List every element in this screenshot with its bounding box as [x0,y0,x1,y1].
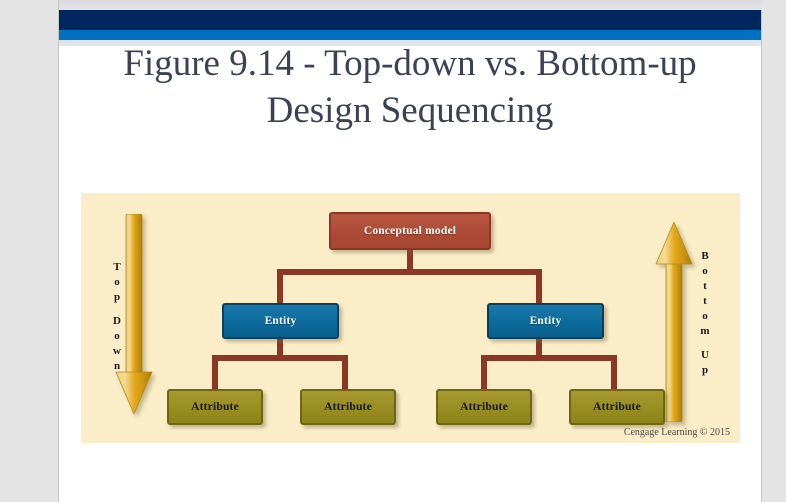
top-down-label-char-4: D [113,315,121,327]
node-attribute-3-label: Attribute [460,401,508,413]
bottom-up-label-char-5: m [700,325,710,337]
bottom-up-label: B o t t o m U p [697,249,713,378]
bottom-up-label-char-1: o [702,265,708,277]
slide-pale-bar [59,40,761,46]
copyright-credit: Cengage Learning © 2015 [623,427,730,438]
bottom-up-label-char-2: t [703,280,707,292]
connector-entity-bus [277,269,542,275]
connector-attr-bus-left [212,355,348,361]
node-attribute-3[interactable]: Attribute [436,389,532,425]
connector-entity-2-stem [536,337,542,359]
slide-blue-bar [59,30,761,40]
bottom-up-label-char-0: B [701,250,709,262]
connector-attr-bus-right [481,355,617,361]
node-conceptual-model[interactable]: Conceptual model [329,212,491,250]
node-attribute-4-label: Attribute [593,401,641,413]
arrow-down-icon [115,214,153,415]
bottom-up-label-char-4: o [702,310,708,322]
connector-root-stem [407,248,413,273]
diagram-panel: T o p D o w n B o t t o m U p [81,193,740,443]
connector-attr-1-drop [212,355,218,393]
top-down-label-char-2: p [113,291,121,303]
node-entity-1-label: Entity [264,315,297,327]
node-attribute-2-label: Attribute [324,401,372,413]
page-title: Figure 9.14 - Top-down vs. Bottom-up Des… [123,43,697,131]
bottom-up-label-char-7: U [701,349,709,361]
slide-navy-bar [59,10,761,30]
bottom-up-label-char-8: p [701,364,709,376]
slide-canvas: Figure 9.14 - Top-down vs. Bottom-up Des… [59,10,761,502]
top-down-label-char-1: o [114,276,120,288]
node-attribute-4[interactable]: Attribute [569,389,665,425]
connector-attr-2-drop [342,355,348,393]
bottom-up-label-spacer [697,339,713,348]
connector-attr-3-drop [481,355,487,393]
node-conceptual-model-label: Conceptual model [363,225,457,237]
arrow-up-icon [655,221,693,422]
connector-attr-4-drop [611,355,617,393]
connector-entity-2-drop [536,269,542,307]
viewer-right-margin [761,0,786,502]
node-attribute-1-label: Attribute [191,401,239,413]
node-attribute-1[interactable]: Attribute [167,389,263,425]
viewer-left-margin [0,0,59,502]
node-entity-2-label: Entity [529,315,562,327]
connector-entity-1-drop [277,269,283,307]
top-down-label-char-7: n [113,360,121,372]
top-down-label-char-6: w [113,345,121,357]
node-entity-1[interactable]: Entity [222,303,339,339]
connector-entity-1-stem [277,337,283,359]
viewer-top-strip [59,0,762,10]
bottom-up-label-char-3: t [703,295,707,307]
top-down-label: T o p D o w n [109,260,125,374]
top-down-label-char-5: o [114,330,120,342]
top-down-label-char-0: T [113,261,121,273]
node-entity-2[interactable]: Entity [487,303,604,339]
node-attribute-2[interactable]: Attribute [300,389,396,425]
